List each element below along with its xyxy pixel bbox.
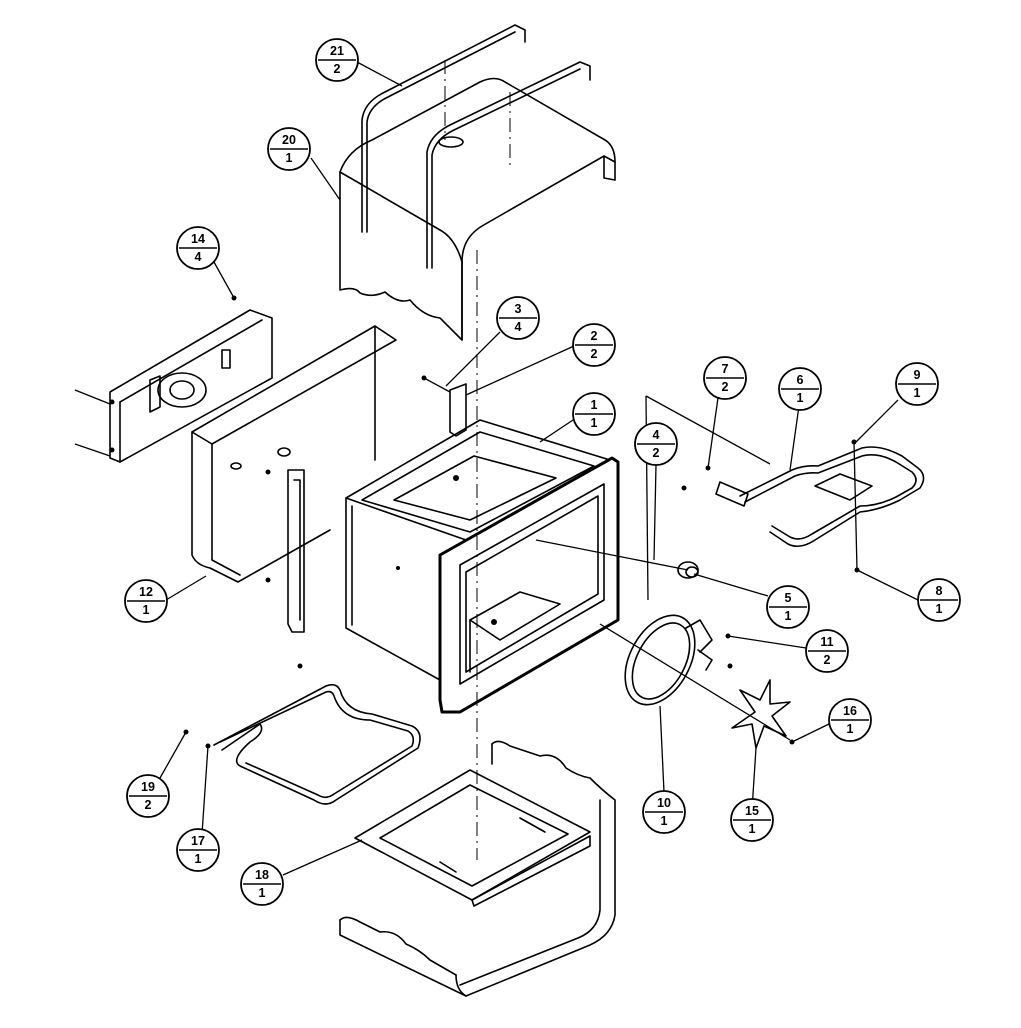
callout-8-qty: 1 xyxy=(936,602,943,616)
callout-4: 4 2 xyxy=(634,422,678,466)
callout-19-qty: 2 xyxy=(145,798,152,812)
callout-6-item: 6 xyxy=(797,373,804,387)
callout-1-item: 1 xyxy=(591,398,598,412)
part-14-rear-panel xyxy=(74,295,273,463)
callout-12: 12 1 xyxy=(124,579,168,623)
callout-2-item: 2 xyxy=(591,329,598,343)
part-6-broil-element xyxy=(645,395,925,573)
callout-18-item: 18 xyxy=(255,868,269,882)
part-17-bake-element xyxy=(183,663,421,805)
callout-21: 21 2 xyxy=(315,38,359,82)
callout-11-item: 11 xyxy=(820,635,833,649)
callout-10: 10 1 xyxy=(642,790,686,834)
callout-20-item: 20 xyxy=(282,133,296,147)
callout-4-item: 4 xyxy=(653,428,660,442)
callout-19: 19 2 xyxy=(126,774,170,818)
callout-7-item: 7 xyxy=(722,362,729,376)
callout-17: 17 1 xyxy=(176,828,220,872)
part-2-bracket xyxy=(421,375,467,437)
callout-9-qty: 1 xyxy=(914,386,921,400)
callout-5-qty: 1 xyxy=(785,609,792,623)
callout-10-item: 10 xyxy=(657,796,671,810)
callout-16-qty: 1 xyxy=(847,722,854,736)
callout-20: 20 1 xyxy=(267,127,311,171)
callout-11-qty: 2 xyxy=(824,653,831,667)
part-15-fan-blade xyxy=(731,679,795,749)
callout-18: 18 1 xyxy=(240,862,284,906)
callout-19-item: 19 xyxy=(141,780,155,794)
callout-9-item: 9 xyxy=(914,368,921,382)
callout-15-item: 15 xyxy=(745,804,759,818)
callout-5-item: 5 xyxy=(785,591,792,605)
callout-1: 1 1 xyxy=(572,392,616,436)
bottom-wrap xyxy=(339,740,616,997)
callout-3-qty: 4 xyxy=(515,320,522,334)
callout-1-qty: 1 xyxy=(591,416,598,430)
callout-6-qty: 1 xyxy=(797,391,804,405)
part-21-top-rails xyxy=(361,24,591,269)
part-1-oven-cavity xyxy=(345,419,620,714)
callout-21-item: 21 xyxy=(330,44,344,58)
part-20-top-cover xyxy=(339,77,616,341)
callout-leaders xyxy=(159,61,919,876)
side-bracket xyxy=(287,469,305,633)
callout-3: 3 4 xyxy=(496,296,540,340)
callout-16: 16 1 xyxy=(828,698,872,742)
callout-12-qty: 1 xyxy=(143,603,150,617)
callout-10-qty: 1 xyxy=(661,814,668,828)
callout-20-qty: 1 xyxy=(286,151,293,165)
callout-2-qty: 2 xyxy=(591,347,598,361)
callout-8: 8 1 xyxy=(917,578,961,622)
part-10-fan-shroud xyxy=(599,614,791,741)
callout-9: 9 1 xyxy=(895,362,939,406)
callout-11: 11 2 xyxy=(805,629,849,673)
callout-7-qty: 2 xyxy=(722,380,729,394)
part-12-side-wrap xyxy=(191,325,397,583)
callout-15-qty: 1 xyxy=(749,822,756,836)
callout-14-item: 14 xyxy=(191,232,205,246)
callout-2: 2 2 xyxy=(572,323,616,367)
callout-17-item: 17 xyxy=(191,834,205,848)
callout-18-qty: 1 xyxy=(259,886,266,900)
callout-15: 15 1 xyxy=(730,798,774,842)
callout-3-item: 3 xyxy=(515,302,522,316)
callout-12-item: 12 xyxy=(139,585,153,599)
callout-14-qty: 4 xyxy=(195,250,202,264)
callout-7: 7 2 xyxy=(703,356,747,400)
callout-14: 14 4 xyxy=(176,226,220,270)
callout-16-item: 16 xyxy=(843,704,857,718)
part-18-bottom-tray xyxy=(354,769,591,907)
callout-5: 5 1 xyxy=(766,585,810,629)
callout-4-qty: 2 xyxy=(653,446,660,460)
callout-6: 6 1 xyxy=(778,367,822,411)
callout-17-qty: 1 xyxy=(195,852,202,866)
callout-8-item: 8 xyxy=(936,584,943,598)
callout-21-qty: 2 xyxy=(334,62,341,76)
